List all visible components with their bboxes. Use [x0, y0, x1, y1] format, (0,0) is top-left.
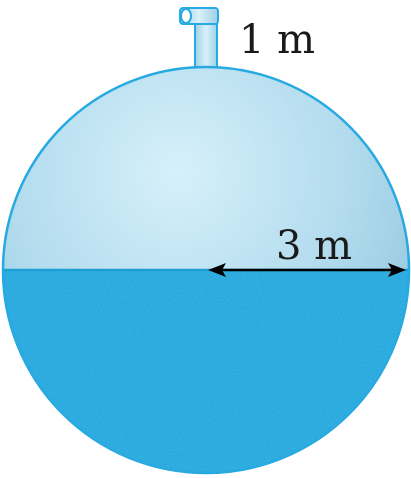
radius-label: 3 m [276, 223, 353, 269]
radius-arrow [208, 263, 406, 277]
water-fill [3, 270, 409, 473]
spout-height-label: 1 m [239, 17, 316, 63]
tank-spout [179, 7, 219, 77]
tank-outline [1, 65, 411, 475]
